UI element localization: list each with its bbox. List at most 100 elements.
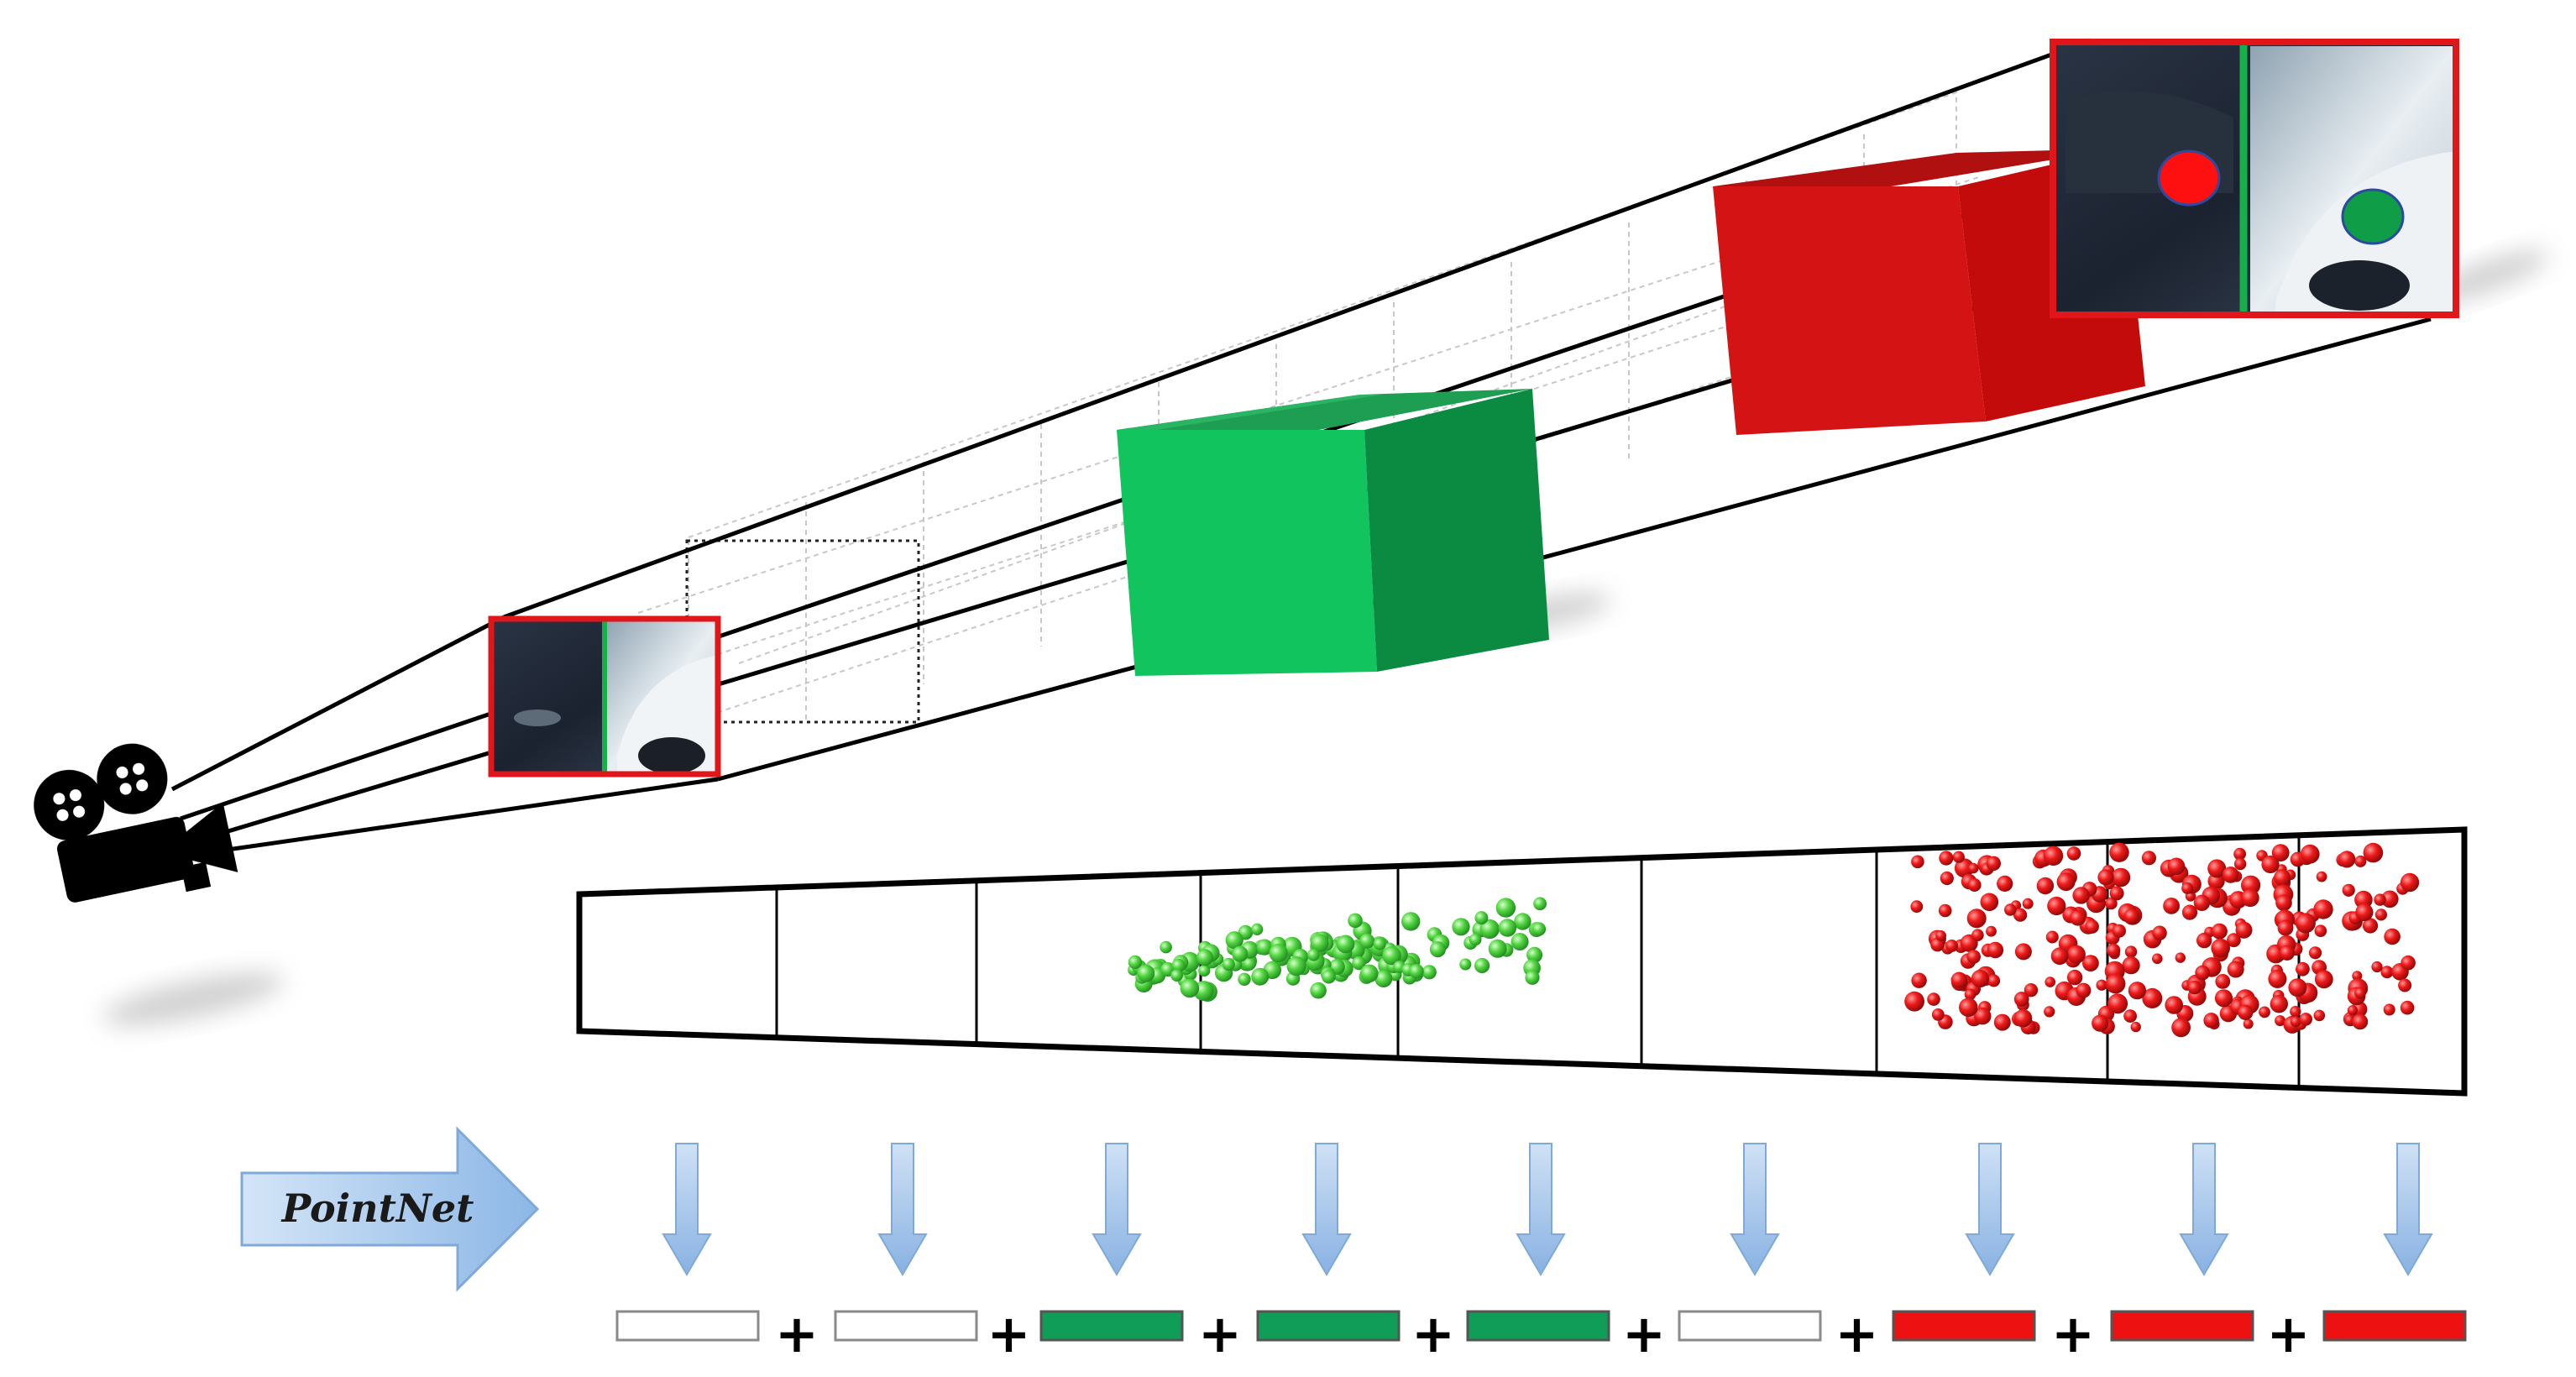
feature-bin-car (1466, 1310, 1610, 1342)
red-point (2024, 983, 2039, 997)
green-point (1137, 964, 1155, 982)
green-point (1286, 956, 1306, 976)
pointnet-label: PointNet (280, 1186, 474, 1231)
green-point (1310, 934, 1329, 952)
red-point (2072, 887, 2090, 904)
green-point (1225, 931, 1243, 950)
red-point (2313, 899, 2333, 919)
red-point (2374, 908, 2387, 921)
red-point (1986, 856, 2001, 871)
green-point (1409, 964, 1424, 979)
plus-sign: + (1198, 1303, 1242, 1364)
green-point (1128, 955, 1143, 970)
red-point (1935, 930, 1947, 941)
red-point (1911, 972, 1927, 988)
red-point (2211, 923, 2228, 940)
red-point (2352, 971, 2363, 982)
red-point-cloud (1904, 842, 2420, 1038)
red-point (2014, 943, 2032, 961)
red-point (2400, 872, 2420, 893)
red-point (2290, 1016, 2301, 1028)
down-arrow (2383, 1143, 2433, 1276)
red-point (1930, 937, 1945, 952)
red-point (2187, 980, 2202, 995)
red-point (2044, 1006, 2055, 1018)
green-point (1498, 919, 1517, 937)
green-point (1533, 897, 1547, 911)
red-point (1950, 971, 1967, 989)
red-point (2374, 893, 2386, 906)
down-arrow (2179, 1143, 2229, 1276)
green-point (1479, 919, 1500, 940)
red-point (2371, 961, 2383, 973)
green-point (1359, 964, 1379, 983)
red-point (2013, 1009, 2033, 1028)
movie-camera-icon (34, 743, 238, 903)
green-point (1429, 941, 1446, 958)
red-point (2383, 1003, 2395, 1016)
red-point (2109, 886, 2124, 901)
green-point (1222, 957, 1235, 971)
red-point (1904, 991, 1925, 1012)
red-point (2222, 867, 2239, 883)
down-arrow (1965, 1143, 2015, 1276)
feature-bins-row: ++++++++ (615, 1303, 2467, 1364)
green-point (1511, 933, 1529, 950)
red-point (2362, 918, 2379, 934)
red-point (2175, 952, 2186, 963)
down-arrow (1730, 1143, 1780, 1276)
red-point (2128, 982, 2146, 1000)
red-point (2050, 947, 2069, 966)
red-point (2165, 996, 2183, 1014)
red-point (2096, 979, 2107, 991)
red-point (1938, 903, 1952, 918)
red-point (2171, 1018, 2191, 1038)
green-point (1474, 911, 1489, 925)
red-point (2163, 898, 2181, 914)
red-point (2233, 857, 2247, 871)
point-cloud-bins (576, 826, 2468, 1097)
red-point (2130, 1021, 2141, 1033)
green-point (1359, 933, 1375, 949)
green-point (1170, 969, 1183, 982)
feature-bin-car (2322, 1310, 2467, 1342)
red-point (2241, 875, 2261, 895)
green-point (1469, 933, 1482, 946)
red-point (2004, 903, 2017, 916)
plus-sign: + (1835, 1303, 1879, 1364)
red-point (2296, 961, 2310, 976)
near-image-crop (488, 615, 721, 778)
red-point (2109, 842, 2129, 862)
red-point (2235, 921, 2253, 939)
red-point (2398, 978, 2412, 992)
red-point (1997, 875, 2013, 892)
green-object-box (1117, 389, 1549, 676)
green-point (1160, 940, 1172, 954)
red-point (2142, 988, 2163, 1008)
red-point (2013, 908, 2028, 922)
red-point (2167, 857, 2186, 876)
plus-sign: + (1411, 1303, 1455, 1364)
red-point (2384, 928, 2401, 945)
red-point (2195, 965, 2211, 981)
red-point (2066, 945, 2086, 964)
red-point (2045, 976, 2055, 987)
red-point (2347, 1005, 2358, 1016)
red-point (1964, 988, 1977, 1001)
red-point (2308, 946, 2322, 960)
red-point (2227, 961, 2244, 978)
red-point (2355, 903, 2374, 922)
red-point (2268, 969, 2287, 988)
plus-sign: + (775, 1303, 819, 1364)
red-point (2275, 894, 2292, 911)
red-point (1966, 950, 1981, 964)
green-point (1232, 945, 1249, 962)
down-arrow (1516, 1143, 1566, 1276)
green-point (1488, 939, 1507, 958)
red-point (2363, 842, 2384, 863)
red-point (2181, 904, 2198, 920)
red-point (1968, 862, 1979, 874)
red-point (2122, 956, 2140, 975)
red-point (2380, 966, 2394, 979)
green-point (1514, 913, 1531, 930)
